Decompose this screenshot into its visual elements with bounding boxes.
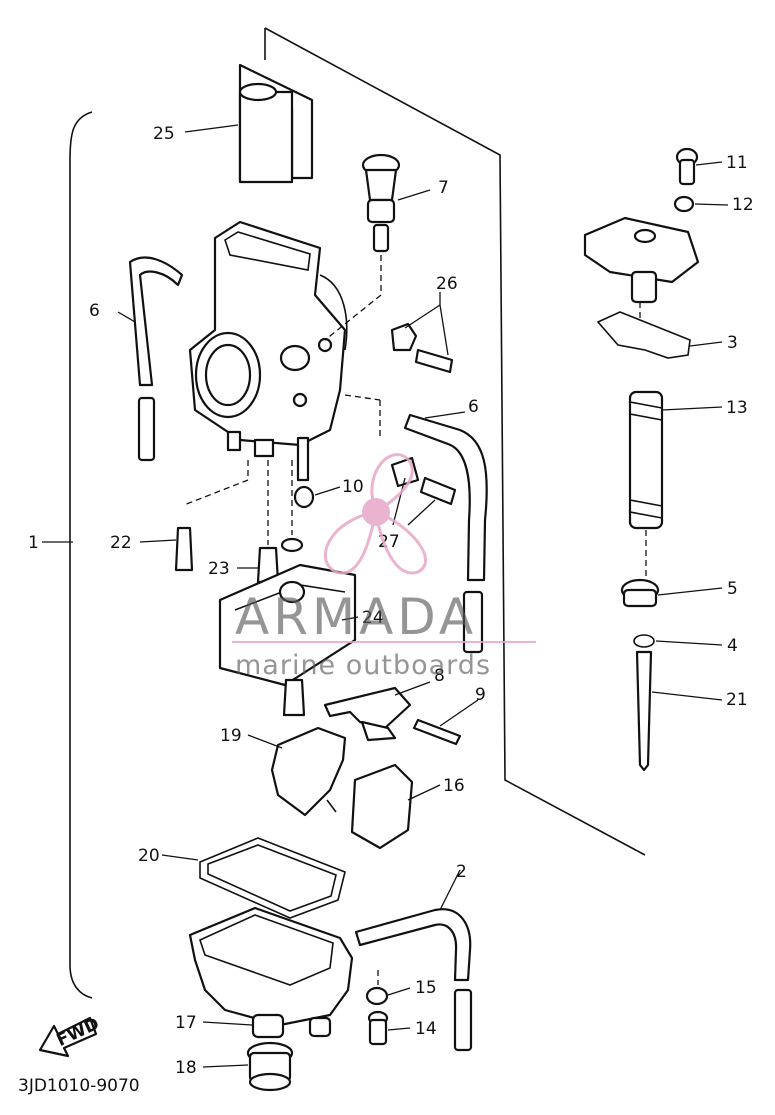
callout-6b: 6 <box>468 397 479 417</box>
callout-24: 24 <box>362 608 384 628</box>
callout-22: 22 <box>110 533 132 553</box>
fwd-arrow: FWD <box>38 1014 103 1058</box>
callout-2: 2 <box>456 862 467 882</box>
carburetor-body-part <box>188 220 348 482</box>
callout-7: 7 <box>438 178 449 198</box>
callout-17: 17 <box>175 1013 197 1033</box>
callout-26: 26 <box>436 274 458 294</box>
callout-1: 1 <box>28 533 39 553</box>
float-right-part <box>350 763 414 850</box>
callout-27: 27 <box>378 532 400 552</box>
needle-seat-part-5 <box>620 578 660 608</box>
watermark-tagline: marine outboards <box>235 650 491 681</box>
screw-part-11 <box>675 147 699 186</box>
callout-8: 8 <box>434 666 445 686</box>
plunger-part <box>361 153 401 253</box>
callout-13: 13 <box>726 398 748 418</box>
callout-10: 10 <box>342 477 364 497</box>
callout-16: 16 <box>443 776 465 796</box>
callout-25: 25 <box>153 124 175 144</box>
callout-4: 4 <box>727 636 738 656</box>
callout-9: 9 <box>475 685 486 705</box>
armada-watermark: ARMADA marine outboards <box>232 453 536 681</box>
top-cover-part <box>583 216 700 304</box>
callout-20: 20 <box>138 846 160 866</box>
leader-lines <box>42 124 729 1068</box>
propeller-logo-icon <box>323 453 427 575</box>
washer-part-15 <box>365 986 389 1006</box>
float-pin-part <box>412 718 462 746</box>
assembly-bracket <box>69 111 93 999</box>
callout-6a: 6 <box>89 301 100 321</box>
float-arm-part <box>323 686 412 742</box>
assembly-outline <box>264 27 646 856</box>
cover-gasket-part-3 <box>596 311 691 359</box>
callout-15: 15 <box>415 978 437 998</box>
needle-jet-holder-part <box>218 537 357 717</box>
float-bowl-gasket-part <box>199 837 346 919</box>
float-left-part <box>270 726 347 817</box>
pilot-jet-part-22 <box>174 526 194 572</box>
washer-part-12 <box>673 195 695 213</box>
callout-19: 19 <box>220 726 242 746</box>
alignment-lines <box>183 255 647 985</box>
callout-23: 23 <box>208 559 230 579</box>
spring-part-13 <box>628 390 664 530</box>
callout-18: 18 <box>175 1058 197 1078</box>
float-bowl-part <box>188 906 354 1039</box>
drain-screw-part-14 <box>367 1010 389 1046</box>
plug-part-18 <box>246 1041 294 1092</box>
pilot-screw-part <box>390 322 454 374</box>
callout-12: 12 <box>732 195 754 215</box>
drain-hose-part <box>354 908 473 1052</box>
air-screw-part <box>390 456 457 506</box>
jet-needle-part-21 <box>635 650 653 772</box>
washer-part-10 <box>293 485 315 509</box>
callout-11: 11 <box>726 153 748 173</box>
callout-14: 14 <box>415 1019 437 1039</box>
watermark-brand: ARMADA <box>235 588 477 646</box>
vent-hose-left-part <box>128 256 184 462</box>
callout-5: 5 <box>727 579 738 599</box>
clip-part-4 <box>633 634 655 648</box>
callout-21: 21 <box>726 690 748 710</box>
throttle-slide-part <box>238 63 314 184</box>
fwd-arrow-label: FWD <box>54 1014 103 1051</box>
diagram-code: 3JD1010-9070 <box>18 1076 140 1096</box>
callout-labels: 1 2 3 4 5 6 6 7 8 9 10 11 12 13 14 15 16… <box>28 124 754 1078</box>
callout-3: 3 <box>727 333 738 353</box>
vent-hose-right-part <box>403 413 488 654</box>
